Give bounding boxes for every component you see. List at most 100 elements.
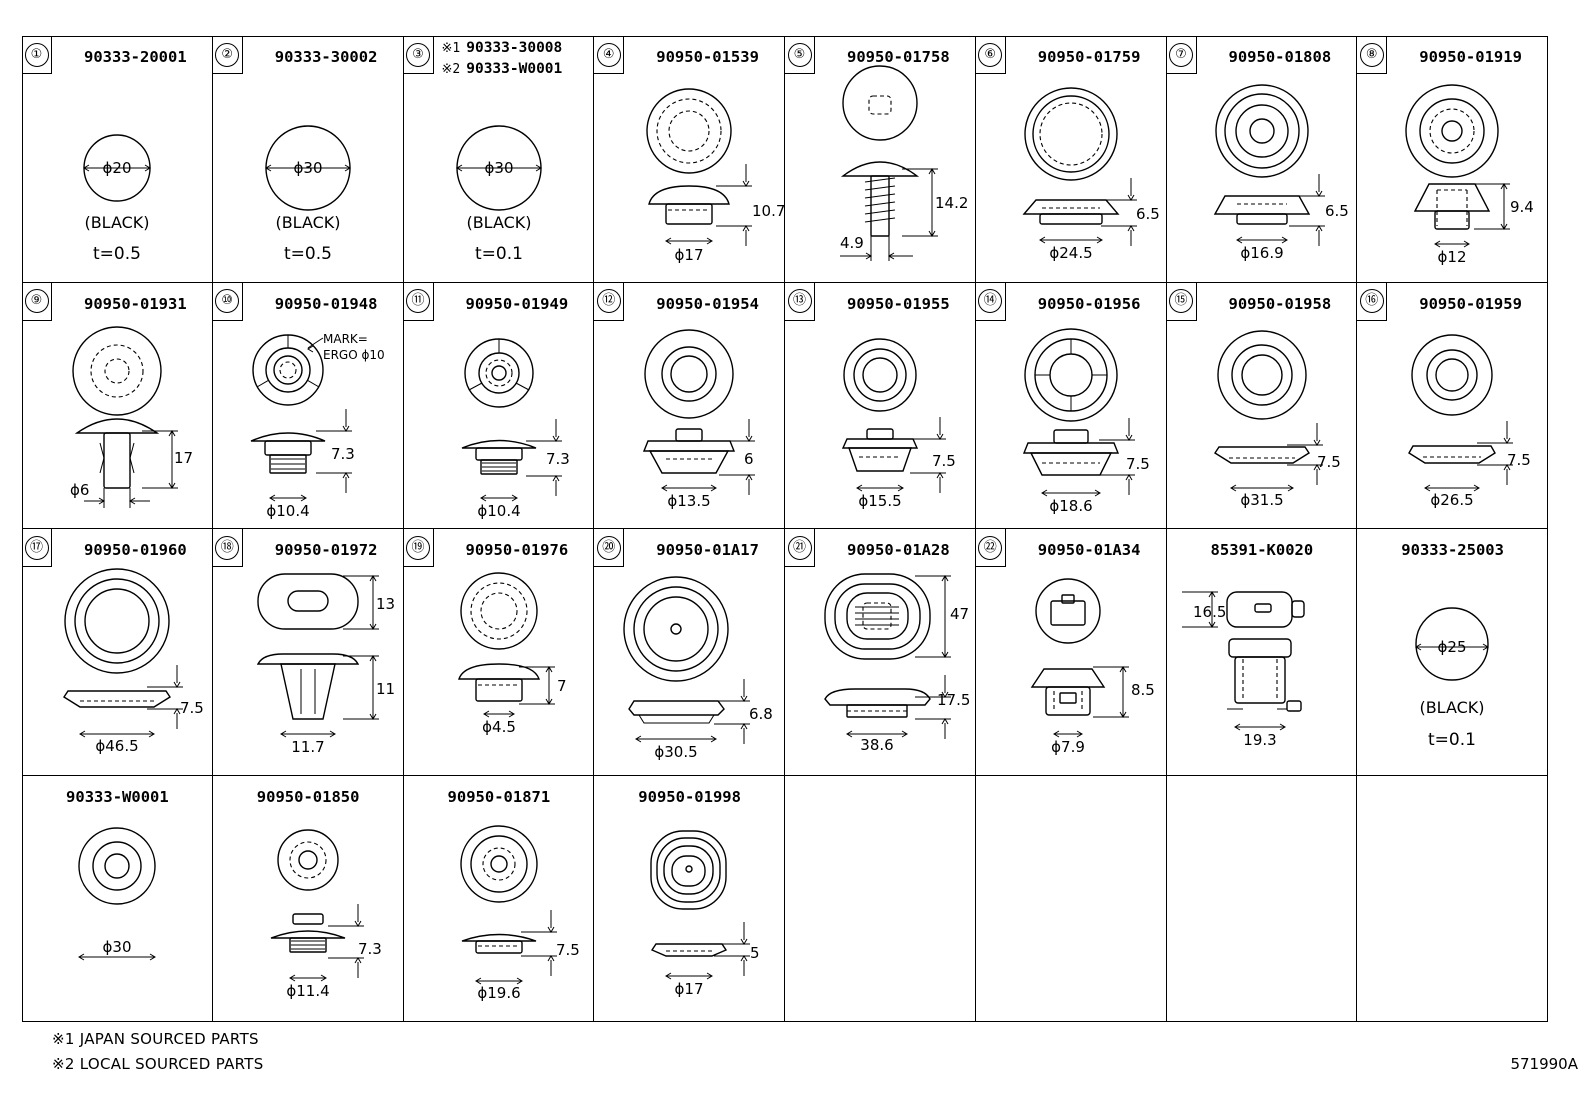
height-label: 7.5 — [1126, 455, 1150, 473]
figure-id: 571990A — [1510, 1055, 1578, 1073]
part-drawing: 16.519.3 — [1181, 591, 1305, 749]
height-label: 14.2 — [935, 194, 968, 212]
diameter-label: ϕ18.6 — [1049, 497, 1092, 515]
height-label: 7.3 — [546, 450, 570, 468]
item-number-box: ⑲ — [403, 529, 434, 567]
part-number: 90333-25003 — [1401, 541, 1504, 559]
item-number-box: ⑦ — [1166, 36, 1197, 74]
part-number: 90950-01919 — [1419, 48, 1522, 66]
diameter-label: ϕ7.9 — [1051, 738, 1085, 756]
diameter-label: ϕ10.4 — [477, 502, 520, 520]
part-drawing: ϕ25(BLACK)t=0.1 — [1415, 607, 1490, 750]
item-number: ⑬ — [787, 289, 812, 313]
item-number-box: ⑥ — [975, 36, 1006, 74]
diameter-label: ϕ4.5 — [482, 718, 516, 736]
part-drawing: 6.5 ϕ24.5 — [1022, 87, 1160, 262]
color-note: (BLACK) — [275, 213, 340, 232]
diameter-label: ϕ19.6 — [477, 984, 520, 1002]
diameter-label: ϕ13.5 — [668, 492, 711, 510]
item-number-box: ⑩ — [212, 282, 243, 321]
diameter-label: ϕ24.5 — [1049, 244, 1092, 262]
diameter-label: 38.6 — [860, 736, 893, 754]
diameter-label: ϕ30 — [103, 938, 132, 956]
height-label: 6 — [744, 450, 754, 468]
item-number-box: ⑧ — [1357, 36, 1388, 74]
item-number-box: ⑨ — [22, 282, 52, 321]
part-cell: ⑳ 90950-01A17 6.8 ϕ30.5 — [594, 529, 785, 776]
item-number: ⑪ — [406, 289, 430, 313]
diameter-label: ϕ11.4 — [286, 982, 329, 1000]
part-number: 90950-01A34 — [1037, 541, 1141, 559]
item-number-box: ⑱ — [212, 529, 243, 567]
height-label: 7.5 — [1507, 451, 1531, 469]
part-drawing: 7.5 ϕ26.5 — [1408, 333, 1531, 509]
item-number-box: ⑳ — [594, 529, 625, 567]
part-number: 90950-01A28 — [847, 541, 950, 559]
diameter-label: ϕ17 — [675, 246, 704, 264]
part-number: 90950-01539 — [656, 48, 759, 66]
item-number-box: ⑬ — [785, 282, 815, 321]
height-label: 6.8 — [749, 705, 773, 723]
item-number-box: ④ — [594, 36, 625, 74]
part-cell: ㉒ 90950-01A34 8.5 ϕ7.9 — [975, 529, 1167, 776]
footnote-local-sourced: ※2 LOCAL SOURCED PARTS — [52, 1055, 264, 1073]
item-number: ⑦ — [1169, 42, 1193, 67]
height-label: 7.5 — [556, 941, 580, 959]
part-number: 90950-01758 — [847, 48, 950, 66]
part-number: 90950-01759 — [1037, 48, 1141, 66]
item-number-box: ㉒ — [975, 529, 1006, 567]
part-drawing: 7.5 ϕ19.6 — [459, 824, 580, 1002]
part-number: 90950-01948 — [274, 294, 378, 313]
item-number-box: ③ — [403, 36, 434, 74]
item-number-box: ⑮ — [1166, 282, 1197, 321]
item-number-box: ⑰ — [22, 529, 52, 567]
item-number-box: ② — [212, 36, 243, 74]
item-number-box: ⑪ — [403, 282, 434, 321]
item-number: ③ — [406, 42, 430, 67]
height-label: 47 — [950, 605, 969, 623]
part-drawing: 6 ϕ13.5 — [643, 328, 756, 510]
diameter-label: ϕ17 — [675, 980, 704, 998]
part-number: 90950-01949 — [465, 294, 569, 313]
diameter-label: ϕ26.5 — [1431, 491, 1474, 509]
diameter-label: ϕ12 — [1438, 248, 1467, 266]
height-label: 17 — [174, 449, 193, 467]
diameter-label: ϕ30.5 — [655, 743, 698, 761]
item-number: ⑱ — [215, 535, 240, 560]
height-label: 8.5 — [1131, 681, 1155, 699]
source-mark: ※2 — [441, 62, 461, 77]
height-label: 6.5 — [1325, 202, 1349, 220]
part-drawing: 6.8 ϕ30.5 — [623, 576, 773, 761]
part-cell: ⑥ 90950-01759 6.5 ϕ24.5 — [975, 36, 1167, 283]
source-mark: ※1 — [441, 41, 461, 56]
diameter-label: ϕ20 — [103, 159, 132, 177]
mark-note: MARK= — [323, 332, 368, 346]
part-drawing: 8.5 ϕ7.9 — [1030, 578, 1155, 756]
height-label: 7.3 — [331, 445, 355, 463]
height-label: 7.5 — [1317, 453, 1341, 471]
item-number: ⑯ — [1359, 289, 1384, 313]
item-number: ⑥ — [978, 42, 1003, 67]
diameter-label: 19.3 — [1243, 731, 1276, 749]
part-number: 90950-01A17 — [656, 541, 759, 559]
height-label: 6.5 — [1136, 205, 1160, 223]
item-number: ⑳ — [596, 535, 621, 560]
part-number: 90950-01960 — [84, 541, 187, 559]
